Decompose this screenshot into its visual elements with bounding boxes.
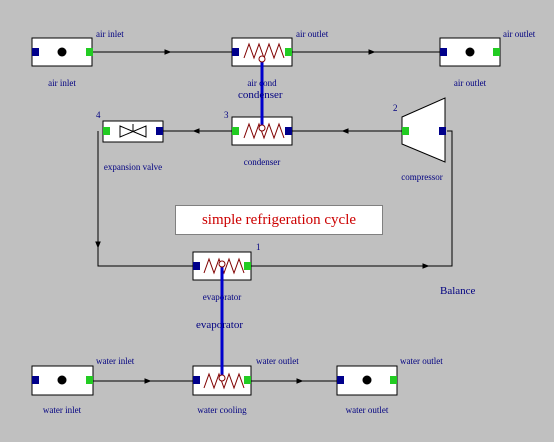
air-inlet-bottom-label: air inlet	[48, 78, 76, 88]
compressor-number: 2	[393, 103, 398, 113]
evaporator-annotation: evaporator	[196, 319, 244, 331]
evaporator-label: evaporator	[202, 292, 242, 302]
compressor[interactable]	[401, 97, 446, 163]
expansion-valve-label: expansion valve	[103, 162, 163, 172]
air-inlet-port-out	[86, 48, 93, 56]
air-inlet-port-in	[32, 48, 39, 56]
water-cooling-bottom-label: water cooling	[197, 405, 247, 415]
air-outlet-block[interactable]	[439, 37, 501, 67]
flow-valve-to-evaporator	[97, 131, 193, 267]
air-cond-bottom-label: air cond	[247, 78, 277, 88]
air-inlet-block[interactable]	[31, 37, 93, 67]
water-cooling-top-label: water outlet	[256, 356, 299, 366]
diagram-title: simple refrigeration cycle	[201, 211, 357, 228]
flow-lines	[93, 49, 453, 384]
compressor-label: compressor	[401, 172, 443, 182]
water-inlet-bottom-label: water inlet	[42, 405, 82, 415]
air-outlet-bottom-label: air outlet	[453, 78, 487, 88]
air-cond-top-label: air outlet	[296, 29, 329, 39]
air-outlet-top-label: air outlet	[503, 29, 536, 39]
condenser-annotation: condenser	[238, 89, 283, 101]
thermal-couplings	[218, 55, 266, 382]
condenser-number: 3	[224, 110, 229, 120]
condenser-label: condenser	[243, 157, 281, 167]
expansion-valve-number: 4	[96, 110, 101, 120]
water-outlet-block[interactable]	[336, 365, 398, 396]
diagram-title-box: simple refrigeration cycle	[175, 205, 383, 235]
air-inlet-top-label: air inlet	[96, 29, 124, 39]
water-inlet-top-label: water inlet	[96, 356, 135, 366]
balance-annotation: Balance	[440, 285, 476, 297]
expansion-valve[interactable]	[102, 120, 164, 143]
water-outlet-bottom-label: water outlet	[345, 405, 389, 415]
water-inlet-block[interactable]	[31, 365, 94, 396]
flow-evaporator-to-compressor	[251, 130, 453, 267]
evaporator-number: 1	[256, 242, 261, 252]
water-outlet-top-label: water outlet	[400, 356, 443, 366]
